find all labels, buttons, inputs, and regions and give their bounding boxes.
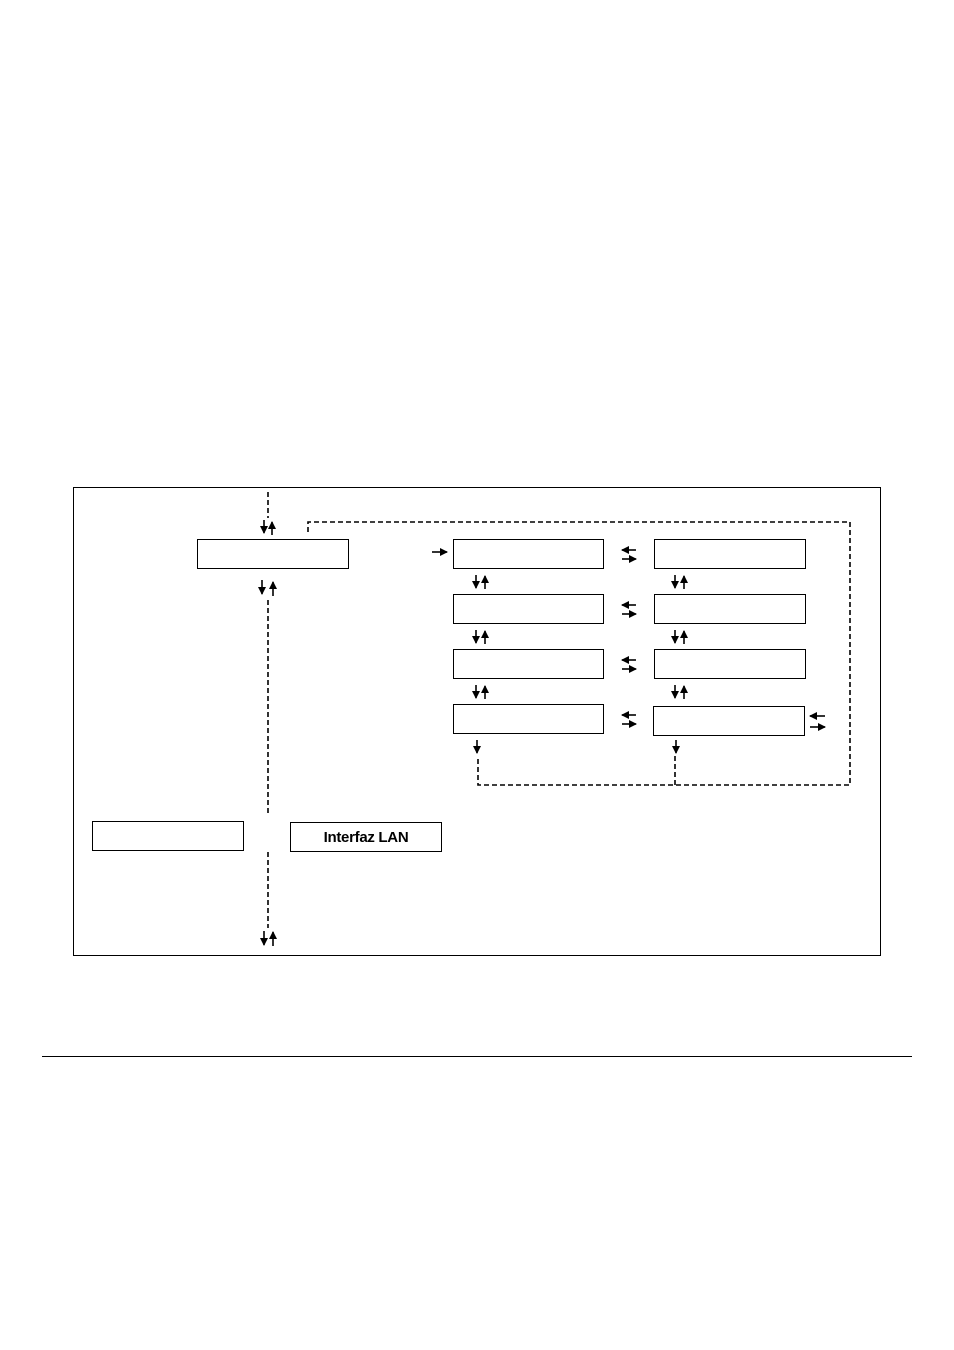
submenu-box-4-left[interactable] — [453, 704, 604, 734]
submenu-box-3-right[interactable] — [654, 649, 806, 679]
diagram-frame — [73, 487, 881, 956]
footer-rule — [42, 1056, 912, 1057]
submenu-box-1-left[interactable] — [453, 539, 604, 569]
menu-lan-box[interactable]: Interfaz LAN — [290, 822, 442, 852]
connector-loop — [307, 521, 851, 786]
menu-bottom-left-box[interactable] — [92, 821, 244, 851]
menu-top-box[interactable] — [197, 539, 349, 569]
submenu-box-4-right[interactable] — [653, 706, 805, 736]
submenu-box-3-left[interactable] — [453, 649, 604, 679]
submenu-box-1-right[interactable] — [654, 539, 806, 569]
submenu-box-2-left[interactable] — [453, 594, 604, 624]
submenu-box-2-right[interactable] — [654, 594, 806, 624]
